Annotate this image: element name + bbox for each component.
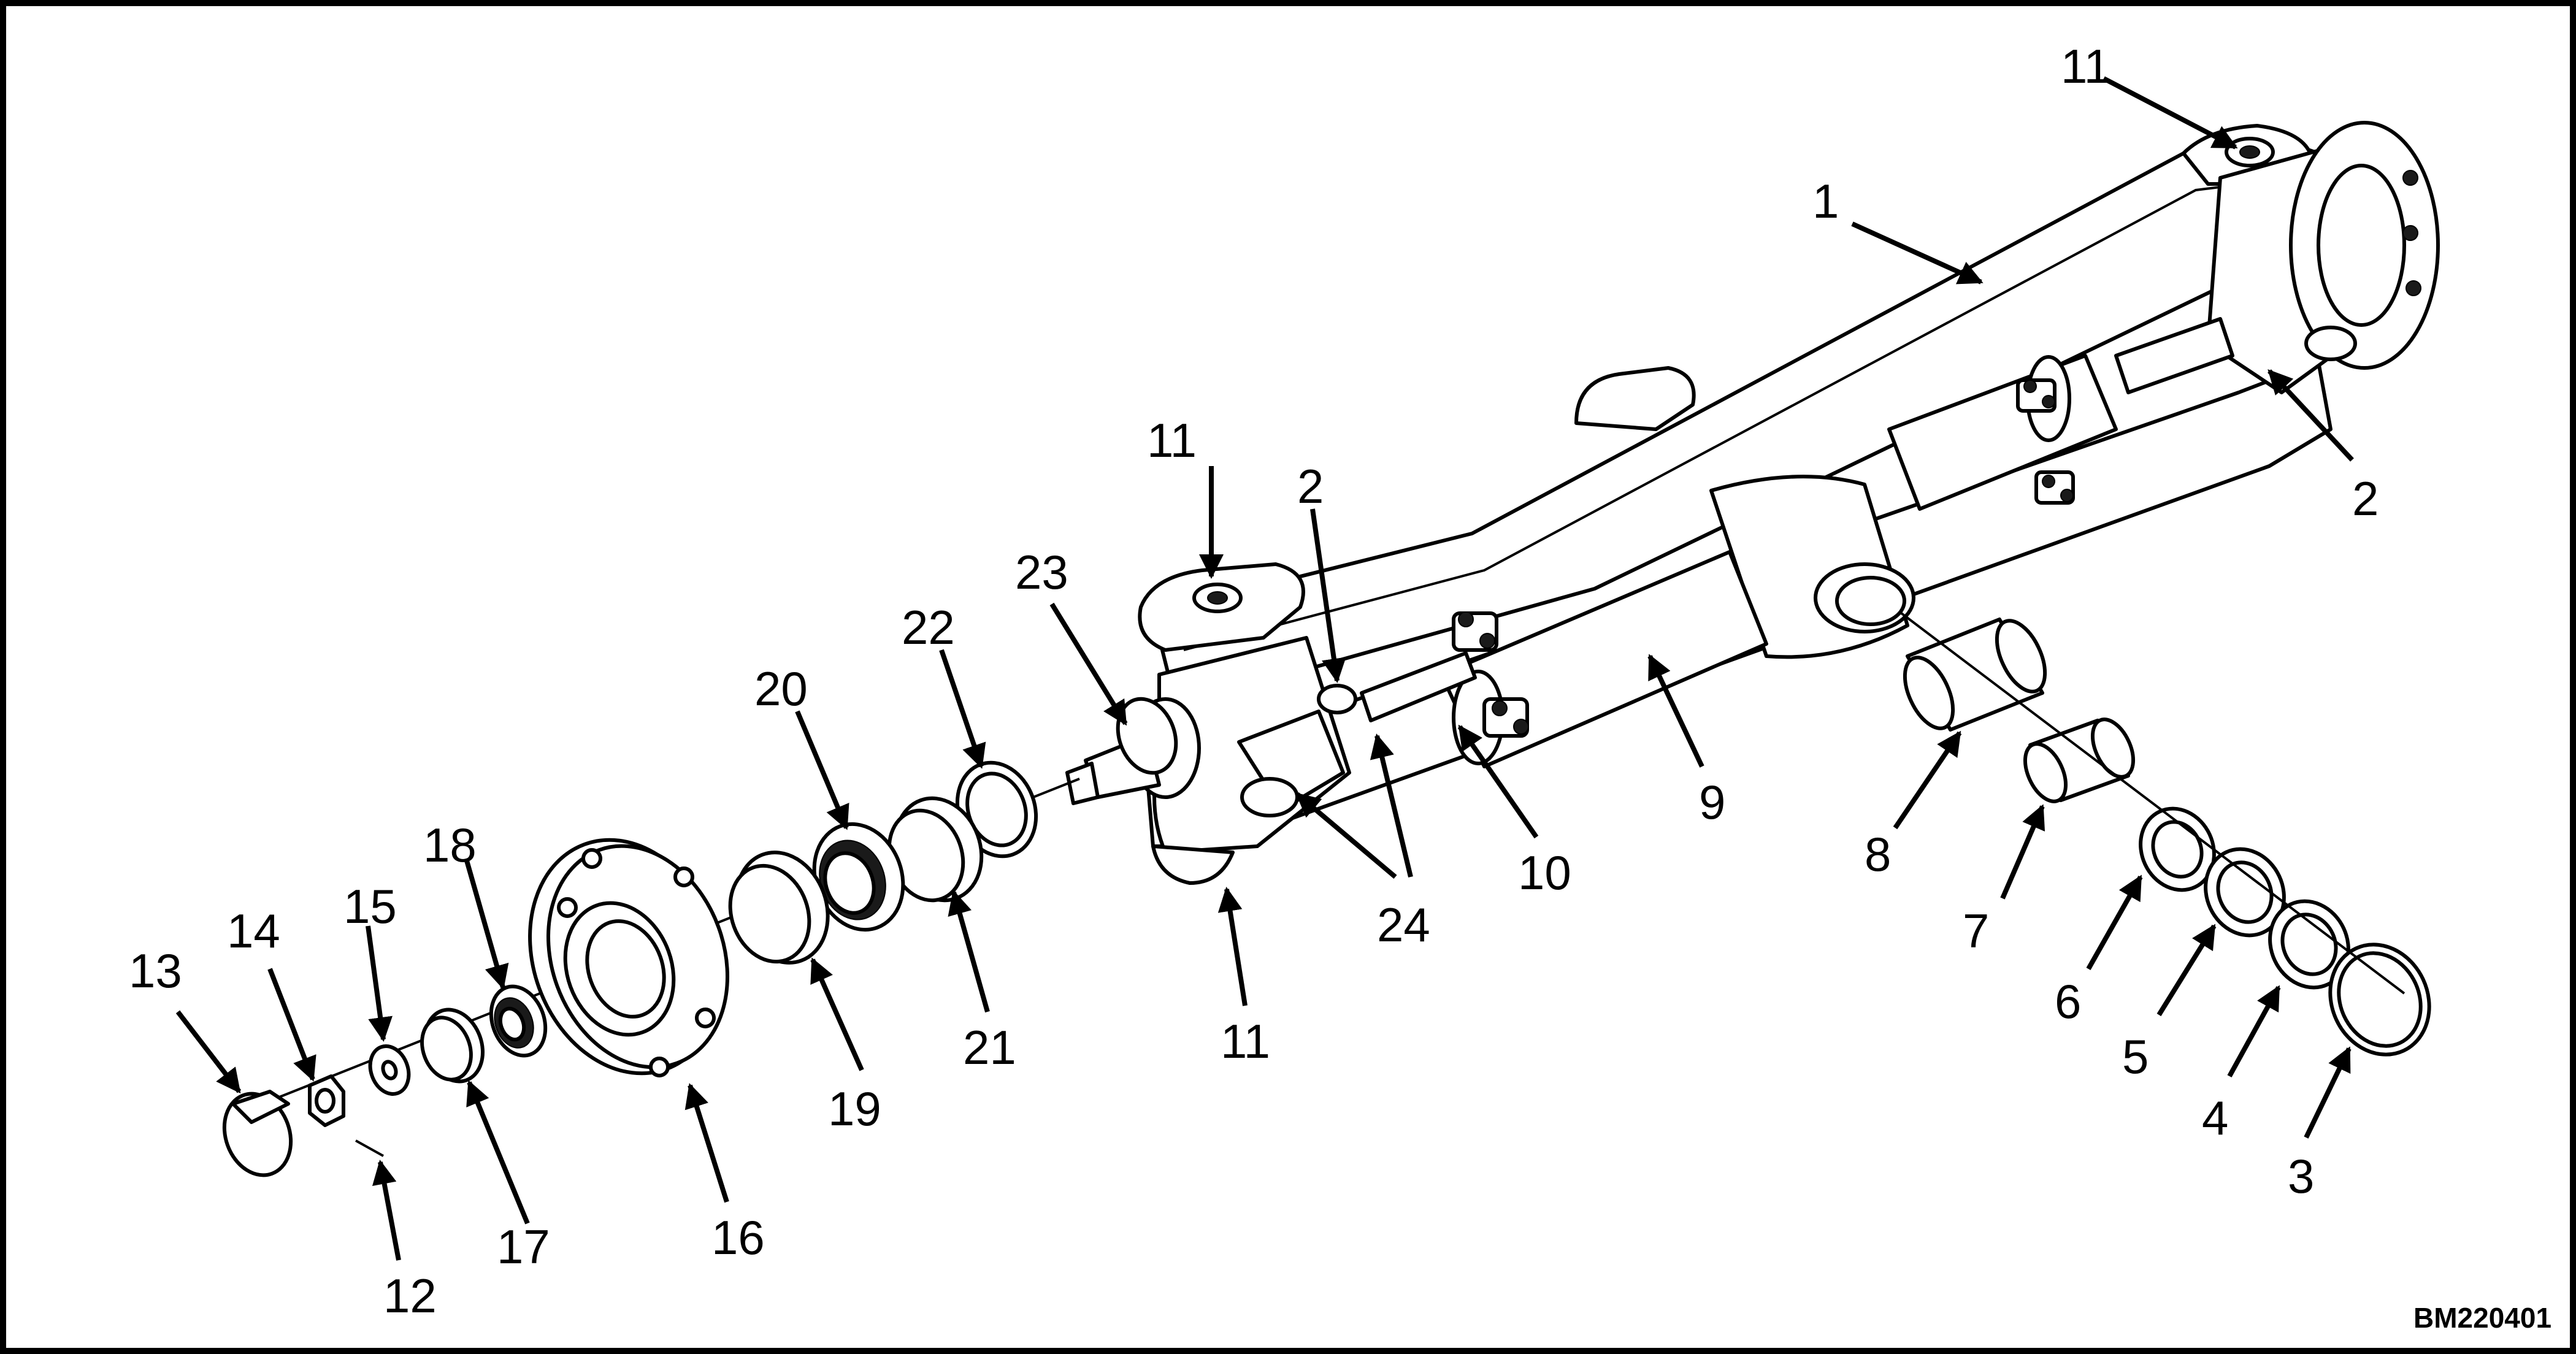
drawing-code: BM220401	[2413, 1302, 2551, 1334]
leader-lines	[175, 76, 2354, 1261]
callout-9: 9	[1699, 775, 1725, 829]
thrust-washer-5	[2204, 847, 2286, 938]
callout-11-top: 11	[2061, 39, 2110, 93]
bearing-cup-17	[420, 1008, 485, 1084]
callout-11-left: 11	[1147, 413, 1197, 467]
callout-20: 20	[754, 662, 808, 716]
wheel-hub-16	[528, 838, 729, 1077]
callout-12: 12	[383, 1269, 437, 1323]
pivot-bushing-7	[2023, 717, 2136, 803]
callout-19: 19	[828, 1082, 881, 1136]
callout-17: 17	[497, 1220, 550, 1274]
pivot-bushing-8	[1903, 618, 2047, 732]
bearing-cone-18	[489, 984, 548, 1058]
callout-14: 14	[227, 904, 280, 958]
callout-13: 13	[129, 944, 182, 998]
callout-2-left: 2	[1297, 459, 1324, 513]
thrust-washer-6	[2139, 806, 2216, 892]
thrust-washer-4	[2268, 899, 2350, 990]
callout-22: 22	[902, 600, 955, 654]
right-knuckle-and-hub	[2114, 121, 2440, 394]
callout-5: 5	[2122, 1030, 2149, 1084]
callout-11-bottom: 11	[1221, 1014, 1270, 1068]
callout-2-right: 2	[2352, 472, 2379, 526]
callout-6: 6	[2055, 974, 2081, 1028]
callout-16: 16	[711, 1211, 765, 1264]
callout-18: 18	[423, 818, 477, 872]
callout-labels: 11 1 2 11 2 23 22 20 18 15 14 13 12 17 1…	[129, 39, 2379, 1323]
castle-nut-14	[308, 1074, 345, 1127]
callout-10: 10	[1518, 846, 1571, 900]
callout-23: 23	[1015, 545, 1068, 599]
steering-knuckle-left	[1065, 636, 1357, 885]
callout-4: 4	[2202, 1091, 2228, 1145]
washer-15	[368, 1044, 411, 1096]
callout-21: 21	[963, 1020, 1016, 1074]
callout-3: 3	[2288, 1149, 2314, 1203]
callout-24: 24	[1377, 898, 1430, 952]
bearing-cup-19	[728, 851, 830, 965]
seal-ring-3	[2328, 943, 2431, 1057]
cotter-pin-12	[355, 1139, 384, 1157]
callout-7: 7	[1963, 904, 1989, 958]
spindle-seal-23	[1116, 697, 1178, 775]
dust-cap-13	[222, 1090, 293, 1177]
callout-8: 8	[1865, 827, 1891, 881]
callout-1: 1	[1812, 174, 1839, 228]
callout-15: 15	[343, 879, 397, 933]
